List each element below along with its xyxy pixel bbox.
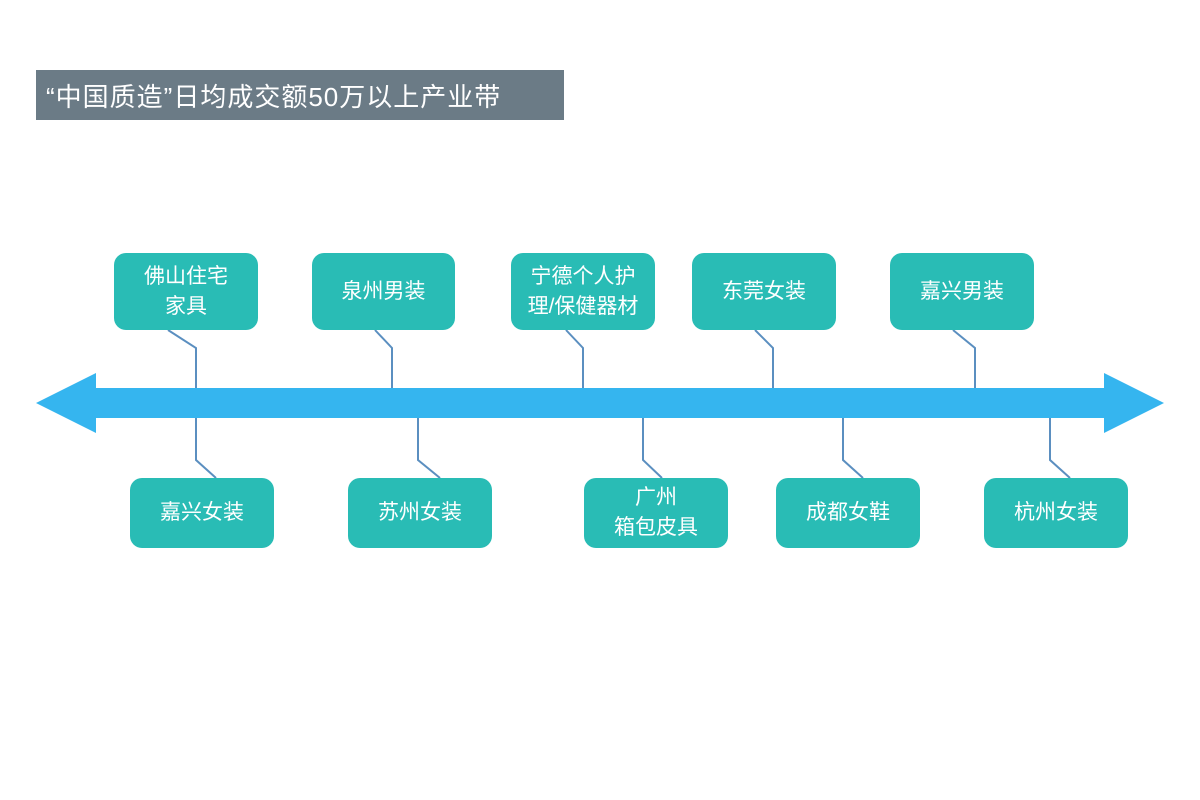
title-banner: “中国质造”日均成交额50万以上产业带: [36, 70, 564, 120]
double-arrow-shape: [36, 373, 1164, 433]
node-label: 佛山住宅 家具: [144, 264, 228, 318]
node-label: 嘉兴女装: [160, 501, 244, 524]
connector-top-5: [952, 329, 976, 388]
node-label: 广州 箱包皮具: [614, 486, 698, 539]
node-box-top-3[interactable]: 宁德个人护 理/保健器材: [511, 253, 655, 330]
connector-top-2: [374, 329, 393, 388]
node-label: 杭州女装: [1014, 501, 1098, 524]
node-label: 宁德个人护 理/保健器材: [527, 264, 639, 318]
node-label: 成都女鞋: [806, 501, 890, 524]
node-box-bottom-4[interactable]: 成都女鞋: [776, 478, 920, 548]
connector-bottom-1: [195, 418, 217, 479]
connector-top-4: [754, 329, 774, 388]
node-box-bottom-5[interactable]: 杭州女装: [984, 478, 1128, 548]
node-box-bottom-1[interactable]: 嘉兴女装: [130, 478, 274, 548]
node-box-top-4[interactable]: 东莞女装: [692, 253, 836, 330]
node-label: 嘉兴男装: [920, 279, 1004, 303]
node-box-bottom-3[interactable]: 广州 箱包皮具: [584, 478, 728, 548]
node-label: 东莞女装: [722, 279, 806, 303]
node-label: 泉州男装: [341, 279, 426, 303]
connector-bottom-4: [842, 418, 864, 479]
node-box-bottom-2[interactable]: 苏州女装: [348, 478, 492, 548]
connector-lines: [167, 329, 1071, 479]
node-box-top-1[interactable]: 佛山住宅 家具: [114, 253, 258, 330]
connector-top-1: [167, 329, 197, 388]
connector-bottom-5: [1049, 418, 1071, 479]
connector-top-3: [565, 329, 584, 388]
node-box-top-2[interactable]: 泉州男装: [312, 253, 455, 330]
node-label: 苏州女装: [378, 501, 462, 524]
connector-bottom-2: [417, 418, 441, 479]
connector-bottom-3: [642, 418, 663, 479]
page-title: “中国质造”日均成交额50万以上产业带: [46, 81, 502, 112]
node-box-top-5[interactable]: 嘉兴男装: [890, 253, 1034, 330]
